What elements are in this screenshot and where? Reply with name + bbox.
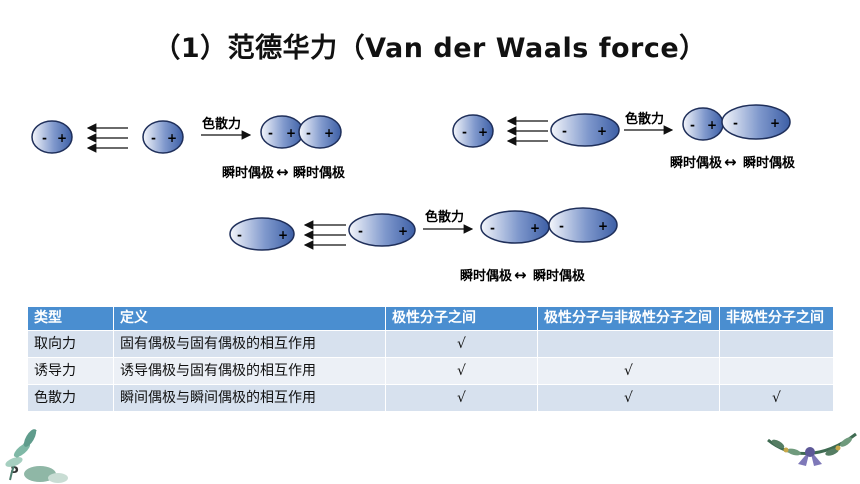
pole-label: 瞬时偶极 — [222, 165, 275, 181]
cell-definition: 诱导偶极与固有偶极的相互作用 — [113, 357, 386, 385]
cell-check: √ — [537, 357, 720, 385]
cell-check: √ — [385, 384, 538, 412]
plus-sign: + — [278, 228, 288, 242]
double-arrow: ↔ — [724, 153, 737, 171]
minus-sign: - — [237, 228, 242, 242]
cell-definition: 瞬间偶极与瞬间偶极的相互作用 — [113, 384, 386, 412]
plant-decoration-icon — [5, 429, 68, 483]
pole-label: 瞬时偶极 — [670, 155, 723, 171]
minus-sign: - — [42, 131, 47, 145]
cell-definition: 固有偶极与固有偶极的相互作用 — [113, 330, 386, 358]
page-number: 5 — [10, 462, 20, 477]
molecule — [452, 114, 494, 148]
cell-check: √ — [719, 384, 834, 412]
minus-sign: - — [690, 118, 695, 132]
minus-sign: - — [306, 126, 311, 140]
cell-type: 色散力 — [27, 384, 114, 412]
plus-sign: + — [57, 131, 67, 145]
cell-check — [719, 357, 834, 385]
double-arrow: ↔ — [514, 266, 527, 284]
cell-type: 取向力 — [27, 330, 114, 358]
minus-sign: - — [151, 131, 156, 145]
pole-label: 瞬时偶极 — [743, 155, 796, 171]
molecule-group-3: - + - + 色散力 - + - + 瞬时偶极 ↔ 瞬时偶极 — [229, 207, 618, 284]
dispersion-label: 色散力 — [625, 111, 664, 127]
table-header-row: 类型 定义 极性分子之间 极性分子与非极性分子之间 非极性分子之间 — [27, 306, 834, 331]
cell-check: √ — [385, 357, 538, 385]
double-arrow: ↔ — [276, 163, 289, 181]
minus-sign: - — [559, 219, 564, 233]
pole-label: 瞬时偶极 — [293, 165, 346, 181]
pole-label: 瞬时偶极 — [460, 268, 513, 284]
table-row: 色散力 瞬间偶极与瞬间偶极的相互作用 √ √ √ — [27, 384, 834, 412]
molecule-polarized — [548, 207, 618, 243]
cell-check — [537, 330, 720, 358]
plus-sign: + — [398, 224, 408, 238]
minus-sign: - — [490, 221, 495, 235]
cell-type: 诱导力 — [27, 357, 114, 385]
header-nonpolar-nonpolar: 非极性分子之间 — [719, 306, 834, 331]
molecule-polarized — [229, 217, 295, 251]
dispersion-force-diagram: - + - + 色散力 - + - + 瞬时偶极 ↔ 瞬时偶极 - + - + … — [31, 104, 796, 284]
molecule — [31, 120, 73, 154]
minus-sign: - — [562, 124, 567, 138]
plus-sign: + — [324, 126, 334, 140]
minus-sign: - — [358, 224, 363, 238]
cell-check: √ — [385, 330, 538, 358]
molecule — [142, 120, 184, 154]
dispersion-label: 色散力 — [425, 209, 464, 225]
minus-sign: - — [462, 125, 467, 139]
minus-sign: - — [268, 126, 273, 140]
plus-sign: + — [530, 221, 540, 235]
header-polar-nonpolar: 极性分子与非极性分子之间 — [537, 306, 720, 331]
cell-check: √ — [537, 384, 720, 412]
plus-sign: + — [707, 118, 717, 132]
molecule-polarized — [348, 213, 416, 247]
table-row: 诱导力 诱导偶极与固有偶极的相互作用 √ √ — [27, 357, 834, 385]
table-row: 取向力 固有偶极与固有偶极的相互作用 √ — [27, 330, 834, 358]
pole-label: 瞬时偶极 — [533, 268, 586, 284]
plus-sign: + — [478, 125, 488, 139]
header-definition: 定义 — [113, 306, 386, 331]
molecule — [298, 115, 342, 149]
molecule-polarized — [550, 113, 620, 147]
molecule-group-2: - + - + 色散力 - + - + 瞬时偶极 ↔ 瞬时偶极 — [452, 104, 796, 171]
plus-sign: + — [167, 131, 177, 145]
cell-check — [719, 330, 834, 358]
wreath-decoration-icon — [767, 432, 857, 466]
header-polar-polar: 极性分子之间 — [385, 306, 538, 331]
minus-sign: - — [733, 116, 738, 130]
force-types-table: 类型 定义 极性分子之间 极性分子与非极性分子之间 非极性分子之间 取向力 固有… — [27, 306, 834, 412]
page-title: （1）范德华力（Van der Waals force） — [153, 33, 707, 64]
plus-sign: + — [770, 116, 780, 130]
molecule-polarized — [721, 104, 791, 140]
plus-sign: + — [597, 124, 607, 138]
header-type: 类型 — [27, 306, 114, 331]
plus-sign: + — [286, 126, 296, 140]
molecule-group-1: - + - + 色散力 - + - + 瞬时偶极 ↔ 瞬时偶极 — [31, 115, 346, 181]
dispersion-label: 色散力 — [202, 116, 241, 132]
plus-sign: + — [598, 219, 608, 233]
